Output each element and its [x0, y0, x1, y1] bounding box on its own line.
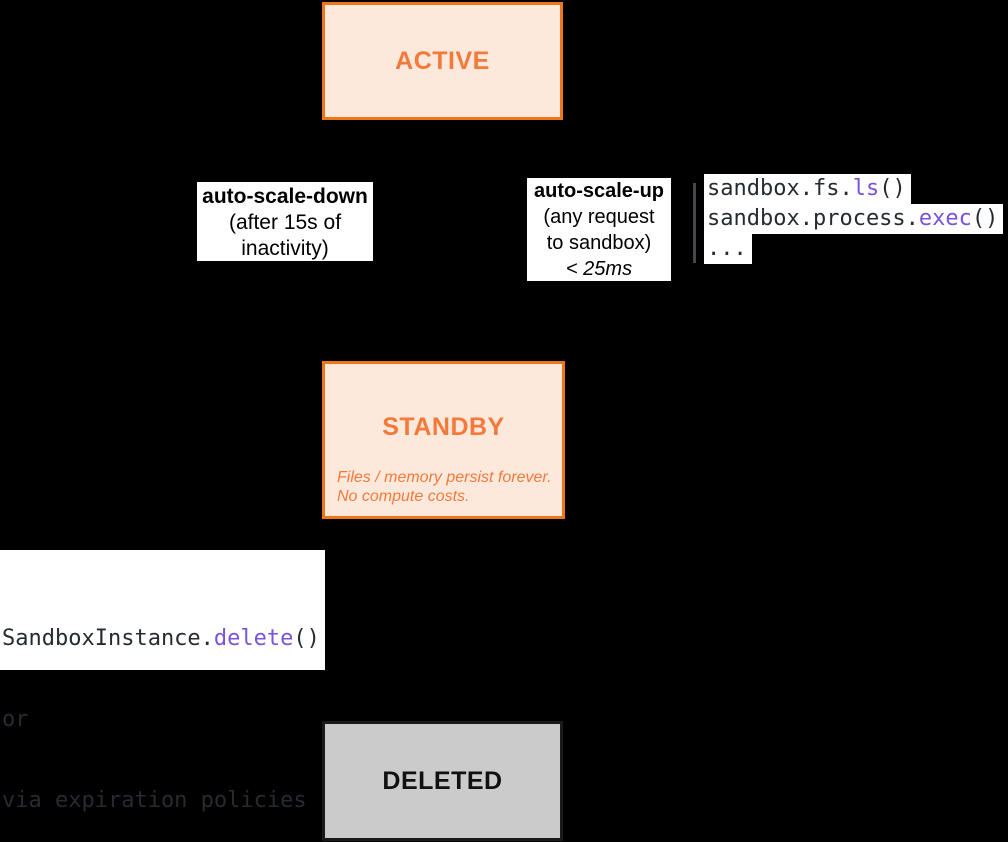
transition-detail-line: inactivity) — [241, 237, 329, 260]
code-examples-block: sandbox.fs.ls() sandbox.process.exec() .… — [704, 174, 1004, 264]
state-label-active: ACTIVE — [395, 46, 490, 75]
code-text: sandbox.process. — [707, 206, 919, 231]
code-text: () — [971, 206, 999, 231]
transition-latency: < 25ms — [565, 258, 633, 280]
code-text: () — [293, 626, 320, 651]
code-text: sandbox.fs. — [707, 176, 853, 201]
transition-detail-line: to sandbox) — [546, 232, 652, 254]
delete-code-block: SandboxInstance.delete() or via expirati… — [0, 550, 325, 813]
code-text: SandboxInstance. — [2, 626, 214, 651]
standby-notes: Files / memory persist forever. No compu… — [337, 468, 552, 506]
transition-label-auto-scale-up: auto-scale-up (any request to sandbox) <… — [527, 178, 671, 281]
transition-detail-line: (after 15s of — [228, 211, 342, 234]
state-box-active: ACTIVE — [322, 2, 563, 120]
state-box-standby: STANDBY Files / memory persist forever. … — [322, 361, 565, 519]
divider-line — [693, 183, 696, 263]
code-text: () — [879, 176, 906, 201]
standby-note-line: No compute costs. — [337, 488, 470, 505]
code-text: ... — [707, 236, 747, 261]
code-line: SandboxInstance.delete() — [2, 625, 325, 652]
state-box-deleted: DELETED — [322, 721, 563, 841]
transition-label-auto-scale-down: auto-scale-down (after 15s of inactivity… — [197, 182, 373, 261]
code-line: or — [2, 707, 29, 732]
state-label-standby: STANDBY — [382, 413, 505, 441]
code-method: delete — [213, 626, 294, 651]
transition-title-auto-scale-down: auto-scale-down — [202, 185, 368, 208]
transition-detail-line: (any request — [543, 206, 655, 228]
code-line: sandbox.process.exec() — [704, 204, 1004, 234]
code-line: ... — [704, 234, 752, 264]
code-method: ls — [852, 176, 880, 201]
code-line: via expiration policies — [2, 788, 307, 813]
code-method: exec — [918, 206, 972, 231]
transition-title-auto-scale-up: auto-scale-up — [533, 180, 665, 202]
standby-note-line: Files / memory persist forever. — [337, 469, 552, 486]
state-label-deleted: DELETED — [382, 766, 503, 795]
code-line: sandbox.fs.ls() — [704, 174, 911, 204]
